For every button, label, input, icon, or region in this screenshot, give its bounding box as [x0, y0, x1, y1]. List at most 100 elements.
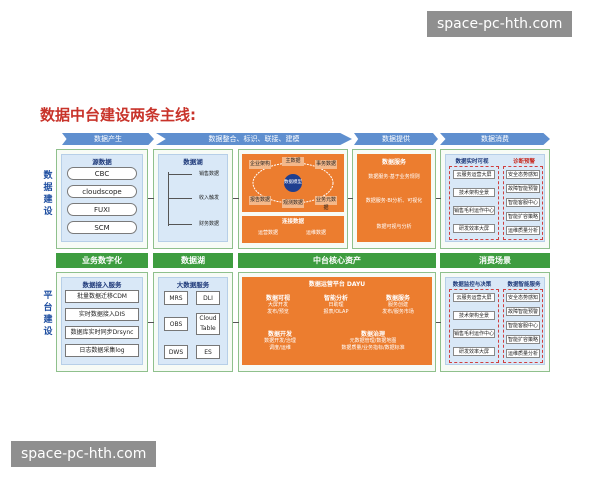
platform-block-title: 数据治理 — [360, 331, 385, 338]
access-item: 数据库实时同步Drsync — [65, 326, 139, 339]
consume-item: 技术架构全景 — [453, 311, 495, 320]
watermark-bottom: space-pc-hth.com — [11, 441, 157, 467]
platform-block-line: 发布/预览 — [267, 309, 289, 315]
center-tag: 业务元数据 — [315, 196, 337, 211]
dayu-title: 数据运营平台 DAYU — [308, 281, 366, 288]
flow-arrow — [148, 198, 154, 199]
flow-arrow — [348, 198, 353, 199]
service-item: 数据服务·基于业务规则 — [368, 174, 420, 180]
flow-arrow — [148, 322, 154, 323]
bigdata-item: DWS — [164, 345, 188, 359]
stage-arrow-3: 数据提供 — [354, 133, 438, 145]
consume-item: 研发效率大屏 — [453, 224, 495, 233]
source-data-panel: 源数据 CBC cloudscope FUXI SCM — [56, 149, 148, 249]
platform-block-line: 日助理 — [328, 302, 344, 308]
consume-item-2: 智能客服中心 — [506, 321, 540, 330]
consume-item: 云服务运营大屏 — [453, 293, 495, 302]
source-item: SCM — [67, 221, 137, 234]
consume-item-2: 运维质量分析 — [506, 226, 540, 235]
center-tag: 观测数据 — [282, 199, 304, 208]
consume-item-2: 故障智能预警 — [506, 307, 540, 316]
lake-connector-line — [168, 172, 169, 226]
lake-connector-line — [168, 174, 192, 175]
consume-title-2: 数据智能服务 — [507, 282, 541, 288]
consume-group-2 — [503, 289, 543, 363]
flow-arrow — [233, 198, 239, 199]
data-service-panel: 数据服务 数据服务·基于业务规则 数据服务·BI分析、可视化 数据可视与分析 — [352, 149, 436, 249]
access-item: 实时数据接入DIS — [65, 308, 139, 321]
consume-item-2: 智能扩容策略 — [506, 335, 540, 344]
data-lake-title: 数据湖 — [183, 158, 203, 166]
consume-panel-top: 数据实时可视 诊断预警 云服务运营大屏 技术架构全景 销售毛利运作中心 研发效率… — [440, 149, 550, 249]
platform-block-line: 服务创建 — [387, 302, 408, 308]
consume-item: 研发效率大屏 — [453, 347, 495, 356]
consume-item-2: 安全态势感知 — [506, 293, 540, 302]
stage-arrow-1: 数据产生 — [62, 133, 154, 145]
access-item: 日志数据采集log — [65, 344, 139, 357]
bigdata-item: ES — [196, 345, 220, 359]
platform-block-line: 元数据管理/数据地图 — [349, 338, 397, 344]
lake-item: 销售数据 — [198, 171, 219, 177]
dayu-panel: 数据运营平台 DAYU 数据可视 大屏开发 发布/预览 智能分析 日助理 报表/… — [238, 272, 436, 372]
flow-arrow — [233, 322, 239, 323]
label-data-lake: 数据湖 — [153, 253, 233, 268]
consume-group-2 — [503, 166, 543, 240]
source-data-title: 源数据 — [92, 158, 112, 166]
side-label-data: 数据建设 — [43, 171, 53, 217]
lake-item: 收入触发 — [198, 195, 219, 201]
dayu-block — [242, 277, 432, 365]
connect-item: 运营数据 — [257, 230, 278, 236]
data-lake-panel: 数据湖 销售数据 收入触发 财务数据 — [153, 149, 233, 249]
consume-item-2: 运维质量分析 — [506, 349, 540, 358]
connect-item: 运维数据 — [305, 230, 326, 236]
consume-item-2: 智能扩容策略 — [506, 212, 540, 221]
lake-connector-line — [168, 224, 192, 225]
consume-group-1 — [449, 166, 499, 240]
core-panel: 数据模型 企业架构 主数据 事务数据 报告数据 观测数据 业务元数据 连接数据 … — [238, 149, 348, 249]
source-item: FUXI — [67, 203, 137, 216]
access-title: 数据接入服务 — [82, 281, 122, 289]
consume-item: 技术架构全景 — [453, 188, 495, 197]
consume-item: 销售毛利运作中心 — [453, 206, 495, 215]
platform-block-line: 大屏开发 — [267, 302, 288, 308]
platform-block-title: 数据开发 — [267, 331, 292, 338]
platform-block-title: 数据服务 — [385, 295, 410, 302]
access-service-panel: 数据接入服务 批量数据迁移CDM 实时数据接入DIS 数据库实时同步Drsync… — [56, 272, 148, 372]
data-model-hub: 数据模型 — [284, 180, 302, 185]
data-service-block — [357, 154, 431, 242]
platform-block-line: 数据质量/业务指标/数据标准 — [341, 345, 405, 351]
source-item: CBC — [67, 167, 137, 180]
center-tag: 主数据 — [282, 157, 304, 166]
consume-title: 数据实时可视 — [455, 159, 489, 165]
service-item: 数据可视与分析 — [376, 224, 412, 230]
stage-arrow-2: 数据整合、标识、联接、建模 — [156, 133, 352, 145]
platform-block-line: 发布/服务市场 — [382, 309, 414, 315]
data-service-title: 数据服务 — [381, 159, 406, 166]
label-consume-scenes: 消费场景 — [440, 253, 550, 268]
platform-block-title: 数据可视 — [265, 295, 290, 302]
platform-block-line: 报表/OLAP — [323, 309, 349, 315]
label-core-assets: 中台核心资产 — [238, 253, 436, 268]
bigdata-item: OBS — [164, 317, 188, 331]
bigdata-item: MRS — [164, 291, 188, 305]
lake-connector-line — [168, 198, 192, 199]
consume-title-2: 诊断预警 — [512, 159, 535, 165]
diagram-title: 数据中台建设两条主线: — [40, 106, 196, 124]
consume-item-2: 安全态势感知 — [506, 170, 540, 179]
platform-block-title: 智能分析 — [323, 295, 348, 302]
consume-title: 数据监控与决策 — [452, 282, 492, 288]
bigdata-item: Cloud Table — [196, 313, 220, 335]
center-tag: 企业架构 — [249, 160, 271, 169]
connect-data-block — [242, 216, 344, 243]
access-item: 批量数据迁移CDM — [65, 290, 139, 303]
lake-item: 财务数据 — [198, 221, 219, 227]
platform-block-line: 数据开发/治理 — [264, 338, 296, 344]
consume-panel-bottom: 数据监控与决策 数据智能服务 云服务运营大屏 技术架构全景 销售毛利运作中心 研… — [440, 272, 550, 372]
platform-block-line: 调度/运维 — [269, 345, 291, 351]
label-business-digitization: 业务数字化 — [56, 253, 148, 268]
watermark-top: space-pc-hth.com — [427, 11, 573, 37]
side-label-platform: 平台建设 — [43, 291, 53, 337]
consume-group-1 — [449, 289, 499, 363]
connect-data-label: 连接数据 — [281, 219, 304, 225]
flow-arrow — [436, 322, 441, 323]
